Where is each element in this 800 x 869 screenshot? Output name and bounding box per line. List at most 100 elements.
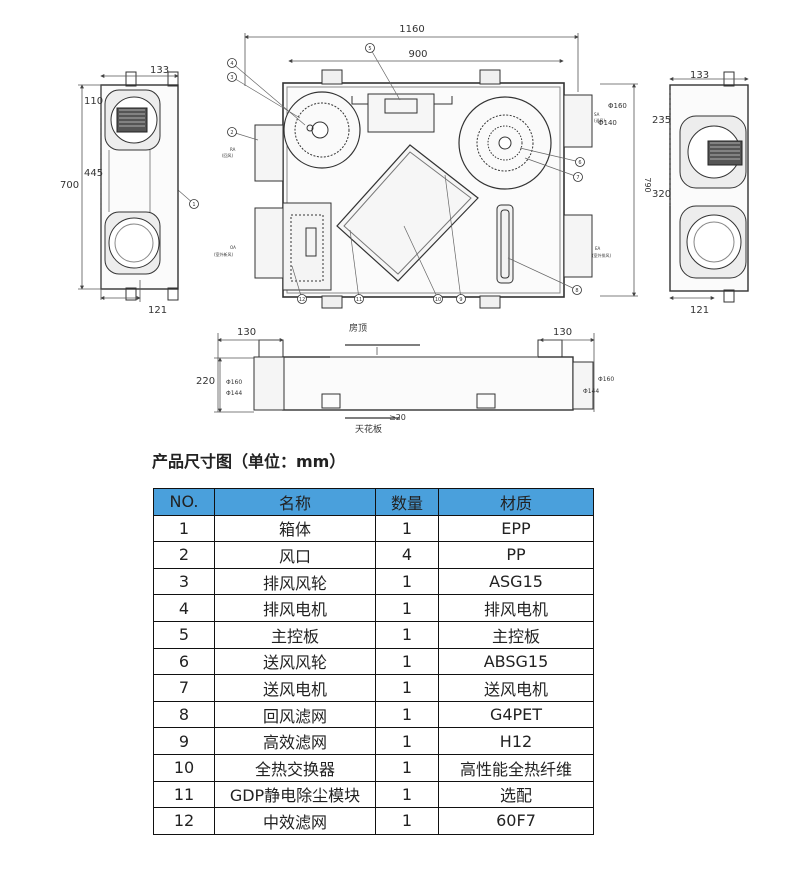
- dim-235: 235: [652, 115, 671, 126]
- cell-no: 12: [153, 807, 215, 835]
- callout-12: 12: [299, 297, 305, 303]
- cell-material: 高性能全热纤维: [438, 753, 594, 782]
- callout-2: 2: [230, 130, 233, 136]
- label-ceiling: 天花板: [355, 423, 382, 435]
- label-ea: EA: [595, 246, 601, 251]
- cell-name: GDP静电除尘模块: [214, 780, 376, 809]
- cell-name: 风口: [214, 541, 376, 569]
- cell-qty: 4: [375, 541, 439, 569]
- cell-no: 5: [153, 620, 215, 649]
- dimension-drawing: 1160 900 790 700 445 110 133 121 133 235…: [60, 24, 749, 435]
- dim-121-left: 121: [148, 305, 167, 316]
- bottom-view: [253, 339, 594, 411]
- cell-name: 回风滤网: [214, 700, 376, 729]
- dim-133-right: 133: [690, 70, 709, 81]
- callout-1: 1: [192, 202, 195, 208]
- right-motor-cylinder: [707, 140, 743, 166]
- cell-name: 箱体: [214, 514, 376, 543]
- duct-sa: [563, 94, 593, 148]
- dim-121-right: 121: [690, 305, 709, 316]
- dim-445: 445: [84, 168, 103, 179]
- cell-material: 排风电机: [438, 594, 594, 622]
- cell-no: 10: [153, 753, 215, 782]
- dim-110: 110: [84, 96, 103, 107]
- label-ra: RA: [230, 147, 236, 152]
- cell-qty: 1: [375, 753, 439, 782]
- left-side-view: [100, 71, 179, 301]
- cell-name: 全热交换器: [214, 753, 376, 782]
- bottom-body: [282, 356, 574, 411]
- label-oa: OA: [230, 245, 236, 250]
- cell-qty: 1: [375, 594, 439, 622]
- cell-name: 送风电机: [214, 674, 376, 702]
- dim-130-left: 130: [237, 327, 256, 338]
- cell-material: G4PET: [438, 700, 594, 729]
- callout-5: 5: [368, 46, 371, 52]
- filter-slot: [496, 204, 514, 284]
- cell-qty: 1: [375, 780, 439, 809]
- front-view: [254, 69, 593, 309]
- header-qty: 数量: [375, 488, 439, 516]
- callout-10: 10: [435, 297, 441, 303]
- cell-no: 1: [153, 514, 215, 543]
- cell-qty: 1: [375, 647, 439, 676]
- dim-130-right: 130: [553, 327, 572, 338]
- dim-220: 220: [196, 376, 215, 387]
- dim-320: 320: [652, 189, 671, 200]
- cell-material: ABSG15: [438, 647, 594, 676]
- cell-no: 7: [153, 674, 215, 702]
- cell-qty: 1: [375, 807, 439, 835]
- label-sa-cn: (送风): [594, 117, 606, 123]
- callout-4: 4: [230, 61, 233, 67]
- callout-6: 6: [578, 160, 581, 166]
- heat-exchanger: [336, 144, 479, 282]
- dim-phi160-right: Φ160: [598, 376, 614, 383]
- callout-7: 7: [576, 175, 579, 181]
- cell-no: 9: [153, 727, 215, 755]
- cell-qty: 1: [375, 514, 439, 543]
- label-oa-cn: (室外新风): [214, 251, 234, 257]
- cell-qty: 1: [375, 674, 439, 702]
- header-no: NO.: [153, 488, 215, 516]
- dim-phi160-left: Φ160: [226, 379, 242, 386]
- dim-phi140-top: Φ140: [598, 119, 617, 127]
- cell-name: 排风风轮: [214, 567, 376, 596]
- cell-material: 60F7: [438, 807, 594, 835]
- callout-9: 9: [459, 297, 462, 303]
- dim-phi144-left: Φ144: [226, 390, 242, 397]
- label-ra-cn: (回风): [222, 153, 234, 158]
- cell-name: 送风风轮: [214, 647, 376, 676]
- dim-790: 790: [643, 177, 652, 192]
- header-name: 名称: [214, 488, 376, 516]
- dim-phi160-top: Φ160: [608, 102, 627, 110]
- dim-1160: 1160: [399, 24, 424, 35]
- dim-900: 900: [408, 49, 427, 60]
- cell-material: PP: [438, 541, 594, 569]
- cell-no: 3: [153, 567, 215, 596]
- cell-name: 排风电机: [214, 594, 376, 622]
- cell-name: 主控板: [214, 620, 376, 649]
- duct-ra: [254, 124, 284, 182]
- cell-name: 高效滤网: [214, 727, 376, 755]
- label-ea-cn: (室外排风): [592, 252, 612, 258]
- dim-133-left: 133: [150, 65, 169, 76]
- cell-name: 中效滤网: [214, 807, 376, 835]
- dim-phi144-right: Φ144: [583, 388, 599, 395]
- right-side-view: [669, 71, 749, 303]
- callout-11: 11: [356, 297, 362, 303]
- front-inner-outline: [286, 86, 561, 294]
- duct-oa: [254, 207, 284, 279]
- cell-material: EPP: [438, 514, 594, 543]
- dim-700: 700: [60, 180, 79, 191]
- cell-material: 选配: [438, 780, 594, 809]
